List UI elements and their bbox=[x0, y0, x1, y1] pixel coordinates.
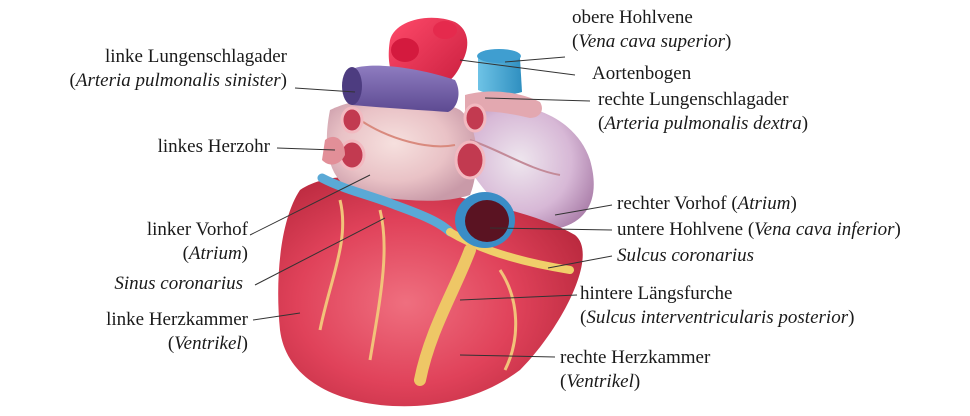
label-name: linke Herzkammer bbox=[106, 308, 248, 332]
label-latin: Sulcus interventricularis posterior bbox=[586, 307, 848, 328]
label-name: rechte Herzkammer bbox=[560, 346, 710, 370]
pulmonary-vein-4 bbox=[456, 142, 484, 178]
label-name: linkes Herzohr bbox=[158, 135, 270, 159]
label-latin: Vena cava inferior bbox=[754, 219, 894, 240]
label-name: untere Hohlvene bbox=[617, 219, 743, 240]
label-linkes-herzohr: linkes Herzohr bbox=[158, 135, 270, 159]
label-latin: Vena cava superior bbox=[578, 31, 725, 52]
label-name: hintere Längsfurche bbox=[580, 282, 854, 306]
label-rechter-vorhof: rechter Vorhof (Atrium) bbox=[617, 192, 797, 216]
label-name: obere Hohlvene bbox=[572, 6, 731, 30]
label-name: Aortenbogen bbox=[592, 62, 691, 86]
label-sulcus-coronarius: Sulcus coronarius bbox=[617, 244, 754, 268]
pulmonary-vein-1 bbox=[342, 108, 362, 132]
label-vena-cava-inferior: untere Hohlvene (Vena cava inferior) bbox=[617, 218, 901, 242]
label-linke-herzkammer: linke Herzkammer (Ventrikel) bbox=[106, 308, 248, 356]
label-name: rechter Vorhof bbox=[617, 193, 727, 214]
label-arteria-pulmonalis-dextra: rechte Lungenschlagader (Arteria pulmona… bbox=[598, 88, 808, 136]
label-name: linker Vorhof bbox=[147, 218, 248, 242]
label-latin: Sinus coronarius bbox=[114, 273, 243, 294]
label-latin: Ventrikel bbox=[566, 371, 634, 392]
label-sinus-coronarius: Sinus coronarius bbox=[114, 272, 243, 296]
label-latin: Atrium bbox=[738, 193, 791, 214]
label-latin: Ventrikel bbox=[174, 333, 242, 354]
label-arteria-pulmonalis-sinister: linke Lungenschlagader (Arteria pulmonal… bbox=[70, 45, 287, 93]
label-latin: Atrium bbox=[189, 243, 242, 264]
label-latin: Arteria pulmonalis sinister bbox=[76, 70, 281, 91]
label-vena-cava-superior: obere Hohlvene (Vena cava superior) bbox=[572, 6, 731, 54]
label-name: rechte Lungenschlagader bbox=[598, 88, 808, 112]
label-latin: Arteria pulmonalis dextra bbox=[604, 113, 801, 134]
label-linker-vorhof: linker Vorhof (Atrium) bbox=[147, 218, 248, 266]
label-rechte-herzkammer: rechte Herzkammer (Ventrikel) bbox=[560, 346, 710, 394]
label-hintere-laengsfurche: hintere Längsfurche (Sulcus interventric… bbox=[580, 282, 854, 330]
label-aortenbogen: Aortenbogen bbox=[592, 62, 691, 86]
label-name: linke Lungenschlagader bbox=[70, 45, 287, 69]
pulmonary-vein-3 bbox=[465, 105, 485, 131]
label-latin: Sulcus coronarius bbox=[617, 245, 754, 266]
